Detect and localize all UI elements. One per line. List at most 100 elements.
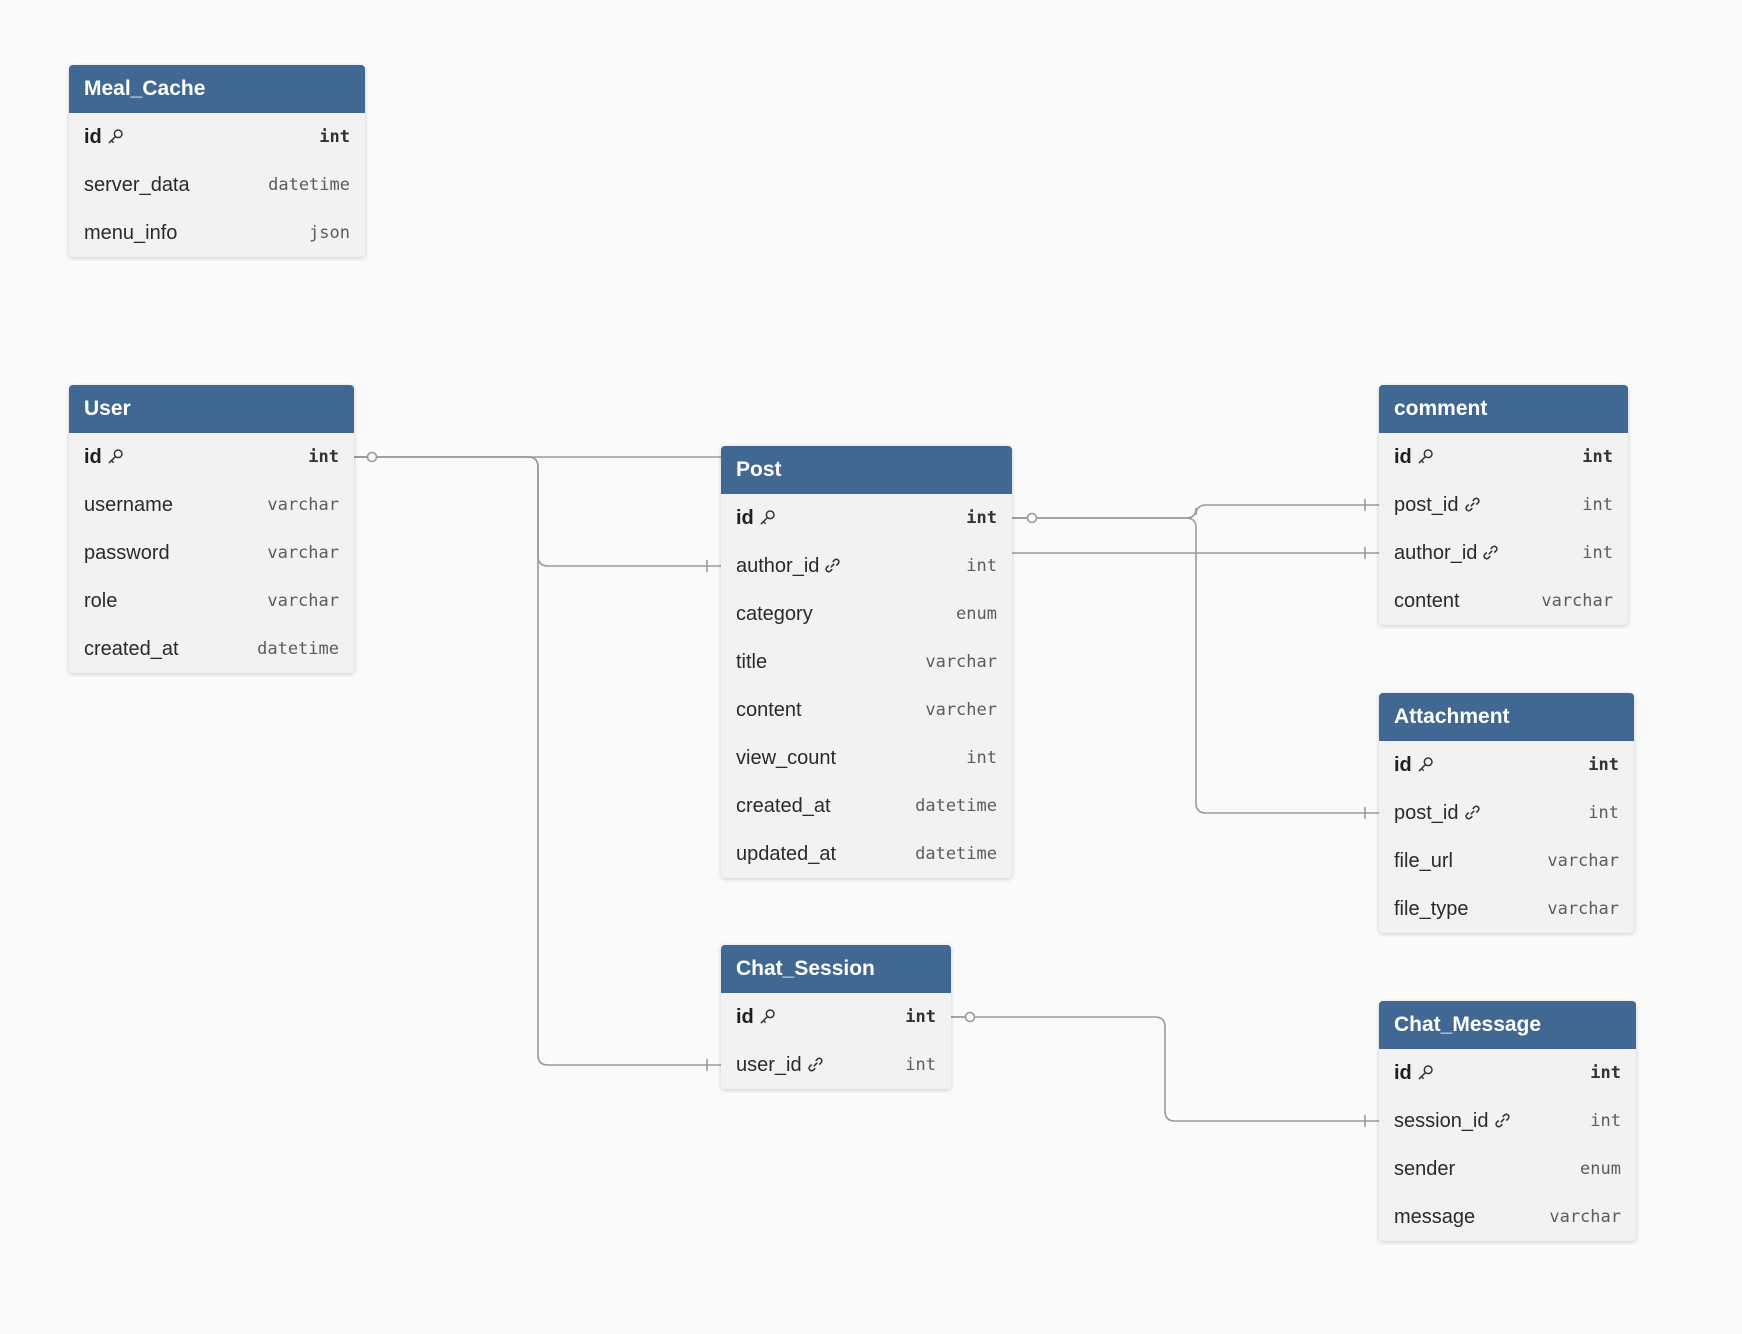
field-name-text: id — [84, 446, 102, 468]
field-type: json — [309, 223, 350, 243]
field-name-text: username — [84, 494, 173, 516]
field-name: content — [736, 686, 802, 734]
field-type: varchar — [925, 652, 997, 672]
field-name: id — [84, 113, 124, 161]
field-name: username — [84, 481, 173, 529]
field-type: varchar — [267, 495, 339, 515]
field-row-post-id[interactable]: post_id int — [1379, 481, 1628, 529]
field-row-title[interactable]: title varchar — [721, 638, 1012, 686]
link-icon — [1494, 1112, 1511, 1129]
field-row-id[interactable]: id int — [69, 433, 354, 481]
link-icon — [1482, 544, 1499, 561]
table-title[interactable]: Post — [721, 446, 1012, 494]
field-name-text: file_url — [1394, 850, 1453, 872]
field-row-username[interactable]: username varchar — [69, 481, 354, 529]
field-row-content[interactable]: content varcher — [721, 686, 1012, 734]
field-name: menu_info — [84, 209, 177, 257]
field-type: datetime — [257, 639, 339, 659]
field-name-text: title — [736, 651, 768, 673]
field-type: int — [1582, 495, 1613, 515]
field-name-text: id — [1394, 446, 1412, 468]
key-icon — [107, 448, 124, 465]
relationship-post-to-comment — [1012, 504, 1379, 519]
field-row-server-data[interactable]: server_data datetime — [69, 161, 365, 209]
field-name: updated_at — [736, 830, 836, 878]
link-icon — [1464, 804, 1481, 821]
key-icon — [107, 128, 124, 145]
relationship-user-to-post — [354, 456, 721, 567]
table-title[interactable]: Attachment — [1379, 693, 1634, 741]
field-name: password — [84, 529, 170, 577]
table-title[interactable]: Chat_Session — [721, 945, 951, 993]
field-name-text: post_id — [1394, 494, 1459, 516]
field-name-text: id — [1394, 1062, 1412, 1084]
field-name-text: id — [736, 1006, 754, 1028]
field-name: id — [1394, 1049, 1434, 1097]
table-title[interactable]: comment — [1379, 385, 1628, 433]
key-icon — [1417, 1064, 1434, 1081]
field-name-text: created_at — [84, 638, 179, 660]
field-row-id[interactable]: id int — [1379, 741, 1634, 789]
field-name: id — [736, 993, 776, 1041]
field-name: id — [1394, 741, 1434, 789]
key-icon — [1417, 448, 1434, 465]
field-name: post_id — [1394, 789, 1481, 837]
field-row-created-at[interactable]: created_at datetime — [69, 625, 354, 673]
table-title[interactable]: Meal_Cache — [69, 65, 365, 113]
field-name-text: content — [736, 699, 802, 721]
field-name-text: author_id — [736, 555, 820, 577]
link-icon — [824, 557, 841, 574]
field-name-text: created_at — [736, 795, 831, 817]
field-name-text: updated_at — [736, 843, 837, 865]
field-name: content — [1394, 577, 1460, 625]
field-name: author_id — [736, 542, 841, 590]
field-row-menu-info[interactable]: menu_info json — [69, 209, 365, 257]
field-type: datetime — [268, 175, 350, 195]
field-name: server_data — [84, 161, 190, 209]
field-name-text: id — [84, 126, 102, 148]
field-type: varcher — [925, 700, 997, 720]
field-type: int — [308, 447, 339, 467]
field-type: int — [1588, 755, 1619, 775]
field-name-text: menu_info — [84, 222, 178, 244]
table-title[interactable]: User — [69, 385, 354, 433]
field-name-text: author_id — [1394, 542, 1478, 564]
field-type: int — [966, 508, 997, 528]
field-name: sender — [1394, 1145, 1455, 1193]
field-name: category — [736, 590, 813, 638]
field-name-text: role — [84, 590, 118, 612]
link-icon — [807, 1056, 824, 1073]
table-title[interactable]: Chat_Message — [1379, 1001, 1636, 1049]
field-name-text: view_count — [736, 747, 837, 769]
cardinality-zero-marker — [1026, 512, 1038, 524]
